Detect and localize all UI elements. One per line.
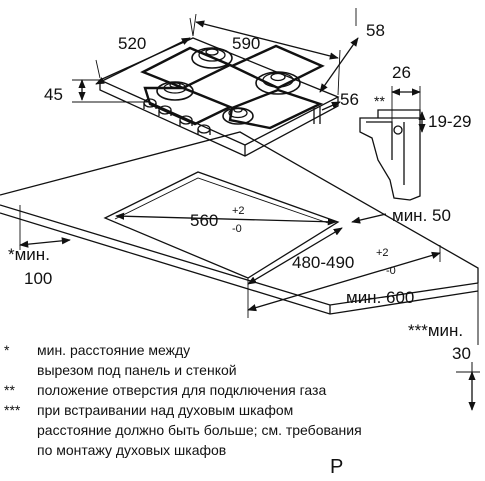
legend-text: вырезом под панель и стенкой bbox=[37, 362, 237, 378]
label-min-front: *мин. bbox=[8, 245, 50, 264]
dim-line-width bbox=[195, 20, 339, 60]
dim-line-pipe bbox=[321, 101, 341, 111]
control-knobs bbox=[143, 98, 211, 135]
label-cutout-depth-tol-minus: -0 bbox=[232, 223, 242, 235]
legend-mark bbox=[4, 440, 37, 460]
burner-rear-right bbox=[255, 71, 301, 95]
legend-mark bbox=[4, 360, 37, 380]
label-height: 45 bbox=[44, 85, 63, 104]
label-cutout-depth-tol-plus: +2 bbox=[232, 205, 245, 217]
cutout-opening bbox=[103, 171, 340, 279]
legend-text: по монтажу духовых шкафов bbox=[37, 442, 227, 458]
dim-ext-depth bbox=[95, 17, 194, 79]
label-cutout-width-tol-minus: -0 bbox=[386, 265, 396, 277]
gas-pipe bbox=[313, 106, 321, 124]
legend-row: ** положение отверстия для подключения г… bbox=[4, 380, 482, 400]
hob-top-surface bbox=[98, 37, 340, 146]
label-pipe-offset: 56 bbox=[340, 90, 359, 109]
hob-front-face bbox=[99, 80, 339, 157]
label-min-back: мин. 50 bbox=[392, 206, 451, 225]
dim-line-edge bbox=[319, 37, 359, 93]
legend-row: *** при встраивании над духовым шкафом bbox=[4, 400, 482, 420]
page-mark: P bbox=[330, 456, 344, 478]
label-connector-mark: ** bbox=[374, 93, 385, 109]
countertop-top-face bbox=[0, 131, 479, 283]
cutout-inner-wall bbox=[114, 177, 329, 224]
legend-row: вырезом под панель и стенкой bbox=[4, 360, 482, 380]
dim-line-depth bbox=[95, 37, 191, 85]
legend-text: при встраивании над духовым шкафом bbox=[37, 402, 294, 418]
legend-mark bbox=[4, 420, 37, 440]
label-min-front-value: 100 bbox=[24, 269, 53, 288]
legend-row: по монтажу духовых шкафов bbox=[4, 440, 482, 460]
dim-ext-height bbox=[72, 79, 150, 103]
label-cutout-width: 480-490 bbox=[292, 253, 355, 272]
gas-connector-detail bbox=[359, 109, 421, 201]
dim-line-cutout-depth bbox=[115, 212, 337, 226]
label-min-oven-value: 30 bbox=[452, 344, 471, 363]
legend-text: мин. расстояние между bbox=[37, 342, 191, 358]
legend-text: расстояние должно быть больше; см. требо… bbox=[37, 422, 362, 438]
legend-row: * мин. расстояние между bbox=[4, 340, 482, 360]
label-cutout-depth: 560 bbox=[190, 211, 219, 230]
legend: * мин. расстояние между вырезом под пане… bbox=[4, 340, 482, 460]
dim-line-min-front bbox=[19, 237, 71, 248]
label-cutout-width-tol-plus: +2 bbox=[376, 247, 389, 259]
burner-front-right bbox=[222, 107, 254, 125]
label-edge-distance: 58 bbox=[366, 21, 385, 40]
label-min-oven: ***мин. bbox=[408, 321, 464, 340]
dim-line-min-back bbox=[351, 213, 387, 224]
label-connector-range: 19-29 bbox=[428, 112, 472, 131]
legend-mark: *** bbox=[4, 402, 21, 418]
label-depth: 520 bbox=[118, 34, 147, 53]
label-connector-width: 26 bbox=[392, 63, 411, 82]
legend-mark: * bbox=[4, 342, 10, 358]
legend-mark: ** bbox=[4, 382, 15, 398]
legend-text: положение отверстия для подключения газа bbox=[37, 382, 327, 398]
dim-ext-min-side bbox=[247, 245, 441, 318]
label-width: 590 bbox=[232, 34, 261, 53]
label-min-side: мин. 600 bbox=[346, 288, 415, 307]
oven-outline bbox=[471, 283, 479, 372]
legend-row: расстояние должно быть больше; см. требо… bbox=[4, 420, 482, 440]
dim-line-min-side bbox=[247, 251, 441, 312]
